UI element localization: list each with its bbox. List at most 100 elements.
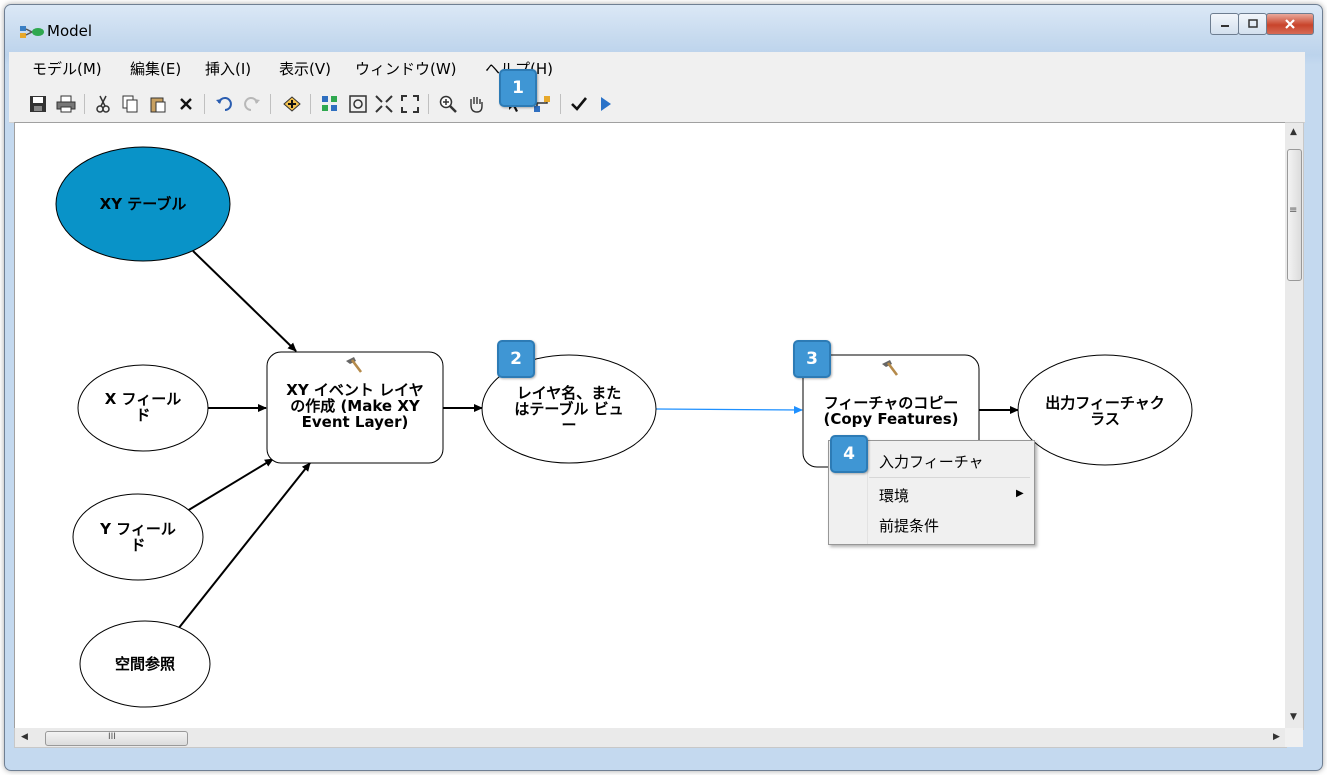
context-item-environments[interactable]: 環境: [879, 487, 910, 505]
make-xy-text-line3: Event Layer): [301, 413, 409, 431]
maximize-icon: [1247, 19, 1258, 28]
pan-button[interactable]: [466, 94, 486, 114]
scroll-down-arrow-icon[interactable]: ▼: [1290, 712, 1297, 722]
x-field-text-line1: X フィール: [104, 390, 182, 408]
make-xy-text-line2: の作成 (Make XY: [290, 397, 420, 415]
callout-badge-2: 2: [497, 340, 535, 378]
menu-model[interactable]: モデル(M): [32, 60, 102, 78]
save-button[interactable]: [28, 94, 48, 114]
redo-button[interactable]: [242, 94, 262, 114]
menu-window[interactable]: ウィンドウ(W): [355, 60, 457, 78]
make-xy-text-line1: XY イベント レイヤ: [286, 381, 424, 399]
validate-icon: [571, 97, 588, 111]
vertical-scroll-thumb[interactable]: ≡: [1287, 149, 1302, 281]
toolbar-separator: [204, 94, 205, 114]
connector-xytable-tool[interactable]: [192, 250, 297, 352]
scroll-right-arrow-icon[interactable]: ▶: [1273, 732, 1280, 742]
cut-button[interactable]: [93, 94, 113, 114]
horizontal-scrollbar[interactable]: ◀ III ▶: [14, 728, 1287, 748]
auto-layout-button[interactable]: [320, 94, 340, 114]
undo-button[interactable]: [214, 94, 234, 114]
context-menu-separator: [869, 477, 1030, 478]
window-title: Model: [47, 22, 93, 40]
add-data-button[interactable]: [282, 94, 302, 114]
full-extent-button[interactable]: [348, 94, 368, 114]
toolbar-separator: [428, 94, 429, 114]
scroll-left-arrow-icon[interactable]: ◀: [21, 732, 28, 742]
submenu-arrow-icon: ▶: [1016, 488, 1024, 499]
cut-icon: [96, 95, 110, 113]
hammer-icon: [882, 360, 899, 376]
undo-icon: [216, 97, 232, 111]
node-x-field[interactable]: [77, 364, 209, 452]
menu-edit[interactable]: 編集(E): [130, 60, 182, 78]
toolbar-separator: [560, 94, 561, 114]
connector-spatialref-tool[interactable]: [177, 462, 311, 630]
horizontal-scroll-thumb[interactable]: III: [45, 731, 188, 746]
node-y-field[interactable]: [72, 493, 204, 581]
vertical-grip-icon: ≡: [1289, 205, 1298, 216]
pan-icon: [470, 97, 483, 113]
delete-button[interactable]: [176, 94, 196, 114]
connect-button[interactable]: [532, 94, 552, 114]
minimize-icon: [1220, 25, 1229, 27]
context-item-input-features[interactable]: 入力フィーチャ: [879, 453, 984, 471]
copy-icon: [122, 95, 138, 113]
model-app-icon: [20, 26, 44, 38]
minimize-button[interactable]: [1210, 13, 1239, 35]
maximize-button[interactable]: [1238, 13, 1267, 35]
menu-insert[interactable]: 挿入(I): [205, 60, 252, 78]
node-make-xy-event-layer[interactable]: [266, 351, 444, 464]
menu-bar: モデル(M) 編集(E) 挿入(I) 表示(V) ウィンドウ(W) ヘルプ(H): [9, 52, 1305, 86]
run-button[interactable]: [596, 94, 616, 114]
spatial-reference-text: 空間参照: [114, 655, 175, 673]
xy-table-text: XY テーブル: [99, 195, 187, 213]
auto-layout-icon: [322, 96, 337, 111]
close-button[interactable]: [1266, 13, 1314, 35]
toolbar-separator: [270, 94, 271, 114]
menu-view[interactable]: 表示(V): [279, 60, 331, 78]
node-xy-table-label: XY テーブル: [63, 193, 223, 215]
zoom-fit-icon: [401, 95, 419, 113]
title-bar: Model: [5, 5, 1322, 53]
y-field-text-line1: Y フィール: [100, 520, 176, 538]
node-xy-table[interactable]: [55, 146, 231, 262]
copy-button[interactable]: [120, 94, 140, 114]
output-fc-text-line1: 出力フィーチャク: [1045, 394, 1165, 412]
model-canvas[interactable]: XY テーブル X フィール ド Y フィール ド 空間参照 XY イベント レ…: [14, 122, 1287, 730]
paste-icon: [150, 97, 166, 113]
zoom-in-button[interactable]: [438, 94, 458, 114]
node-output-feature-class-label: 出力フィーチャク ラス: [1025, 393, 1185, 429]
print-icon: [56, 95, 76, 113]
toolbar-separator: [310, 94, 311, 114]
hammer-icon: [346, 357, 363, 373]
fit-button[interactable]: [374, 94, 394, 114]
output-fc-text-line2: ラス: [1090, 410, 1120, 428]
fit-icon: [375, 95, 393, 113]
node-output-feature-class[interactable]: [1017, 354, 1193, 466]
validate-button[interactable]: [569, 94, 589, 114]
toolbar-separator: [84, 94, 85, 114]
callout-badge-4: 4: [830, 435, 868, 473]
close-icon: [1285, 19, 1295, 29]
node-spatial-reference[interactable]: [79, 620, 211, 708]
node-y-field-label: Y フィール ド: [78, 519, 198, 555]
copy-features-text-line2: (Copy Features): [823, 410, 959, 428]
vertical-scrollbar[interactable]: ▲ ≡ ▼: [1285, 122, 1304, 730]
scroll-up-arrow-icon[interactable]: ▲: [1290, 127, 1297, 137]
node-layer-name[interactable]: [481, 354, 657, 464]
y-field-text-line2: ド: [130, 536, 146, 554]
paste-button[interactable]: [148, 94, 168, 114]
connector-layername-copy[interactable]: [655, 405, 803, 414]
context-item-preconditions[interactable]: 前提条件: [879, 517, 940, 535]
connector-yfield-tool[interactable]: [186, 458, 274, 512]
caption-buttons: [1210, 13, 1314, 35]
zoom-fit-button[interactable]: [400, 94, 420, 114]
node-copy-features-label: フィーチャのコピー (Copy Features): [805, 393, 977, 429]
size-grip[interactable]: [1285, 728, 1303, 747]
layer-name-text-line2: はテーブル ビュ: [514, 400, 624, 418]
run-icon: [601, 97, 611, 111]
layer-name-text-line3: ー: [561, 416, 577, 434]
print-button[interactable]: [56, 94, 76, 114]
callout-badge-1: 1: [499, 69, 537, 107]
